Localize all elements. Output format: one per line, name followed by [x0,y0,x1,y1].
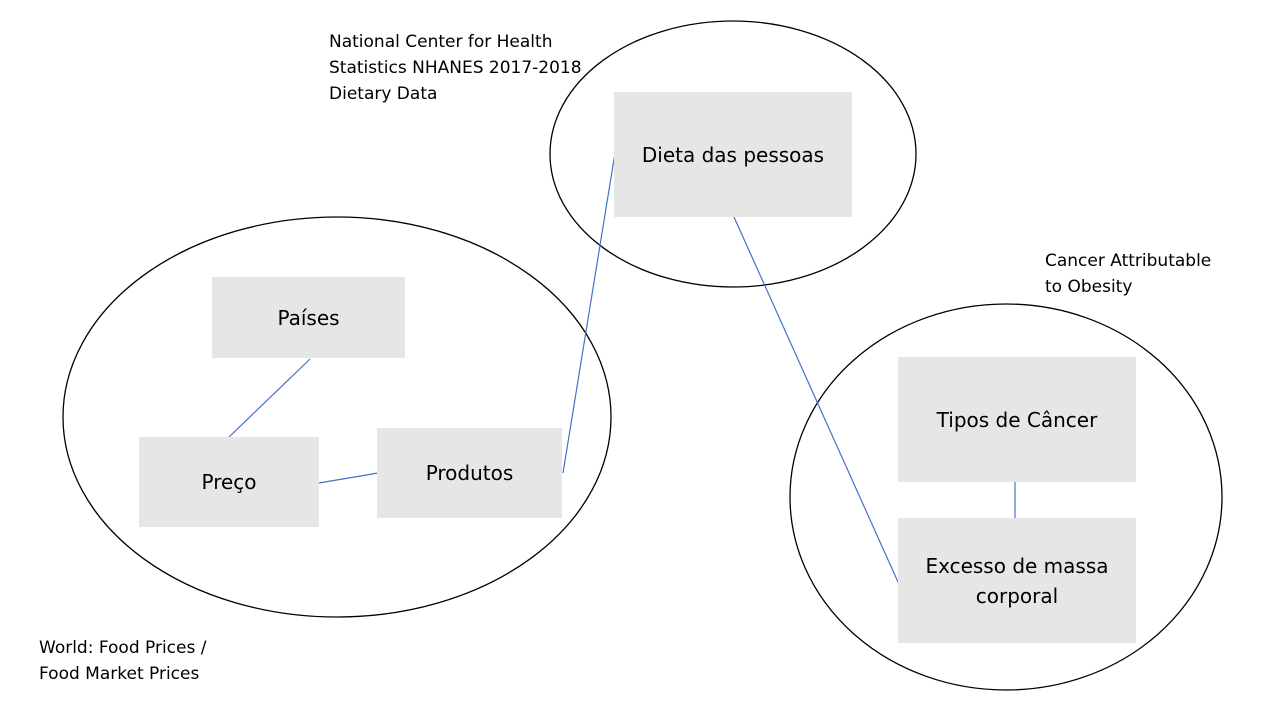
node-produtos-label: Produtos [425,461,514,485]
node-tipos-cancer: Tipos de Câncer [898,357,1136,482]
connector-preco-produtos [318,472,379,484]
node-paises-label: Países [277,305,340,330]
dataset-group-food-prices [62,216,612,618]
node-preco-label: Preço [201,470,257,494]
source-label-cancer: Cancer Attributable to Obesity [1045,251,1212,297]
dataset-group-nhanes [549,20,917,288]
node-tipos-cancer-label: Tipos de Câncer [936,407,1098,432]
source-label-food-prices: World: Food Prices / Food Market Prices [39,638,207,684]
node-preco: Preço [139,437,319,527]
connector-paises-preco [227,358,311,439]
node-dieta: Dieta das pessoas [614,92,852,217]
node-excesso-massa: Excesso de massa corporal [898,518,1136,643]
node-dieta-label: Dieta das pessoas [641,142,825,167]
node-produtos: Produtos [377,428,562,518]
dataset-group-cancer [789,303,1223,691]
connector-produtos-dieta [562,152,616,474]
node-paises: Países [212,277,405,358]
connector-dieta-excesso [733,216,899,583]
source-label-nhanes: National Center for Health Statistics NH… [329,32,582,104]
node-excesso-massa-label: Excesso de massa corporal [925,553,1109,608]
